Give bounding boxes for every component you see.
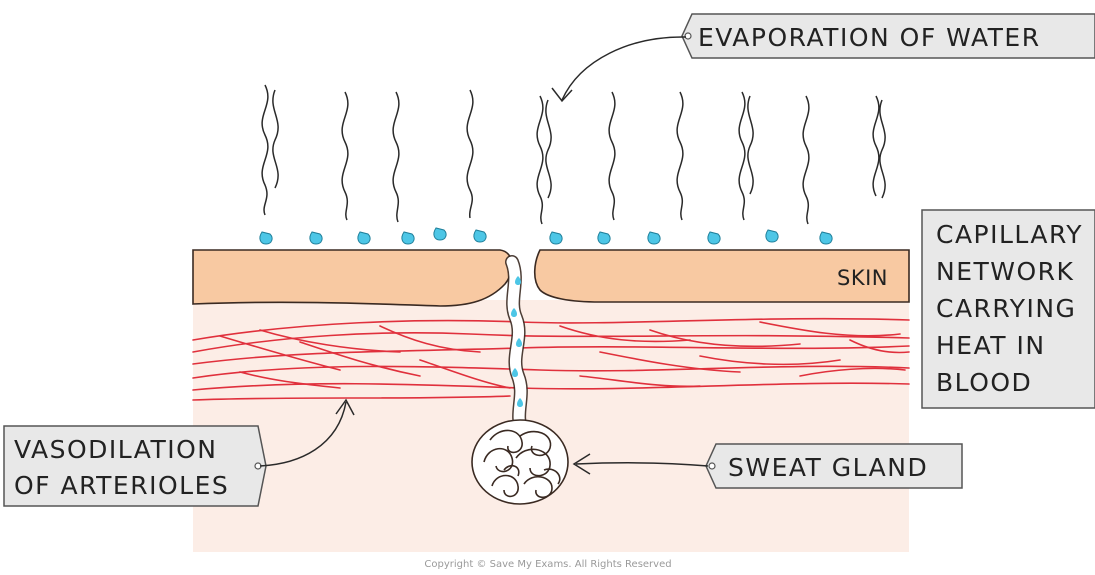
skin-label: SKIN (837, 266, 888, 290)
capillary-label-box: CAPILLARY NETWORK CARRYING HEAT IN BLOOD (922, 210, 1095, 408)
sweat-gland-coil (472, 420, 568, 504)
capillary-label-line-5: BLOOD (936, 368, 1032, 397)
evaporation-lines (262, 85, 885, 224)
surface-droplets (260, 228, 832, 244)
skin-layer-left (193, 250, 512, 306)
sweat-gland-label: SWEAT GLAND (728, 453, 928, 482)
copyright-text: Copyright © Save My Exams. All Rights Re… (424, 559, 671, 570)
evaporation-arrow (562, 37, 686, 100)
evaporation-label: EVAPORATION OF WATER (698, 23, 1041, 52)
capillary-label-line-3: CARRYING (936, 294, 1076, 323)
vasodilation-label-line-1: VASODILATION (14, 435, 217, 464)
vasodilation-label-box: VASODILATION OF ARTERIOLES (4, 426, 266, 506)
capillary-label-line-4: HEAT IN (936, 331, 1046, 360)
capillary-label-line-1: CAPILLARY (936, 220, 1083, 249)
sweat-gland-label-box: SWEAT GLAND (706, 444, 962, 488)
evaporation-label-box: EVAPORATION OF WATER (682, 14, 1095, 58)
capillary-label-line-2: NETWORK (936, 257, 1074, 286)
vasodilation-label-line-2: OF ARTERIOLES (14, 471, 229, 500)
